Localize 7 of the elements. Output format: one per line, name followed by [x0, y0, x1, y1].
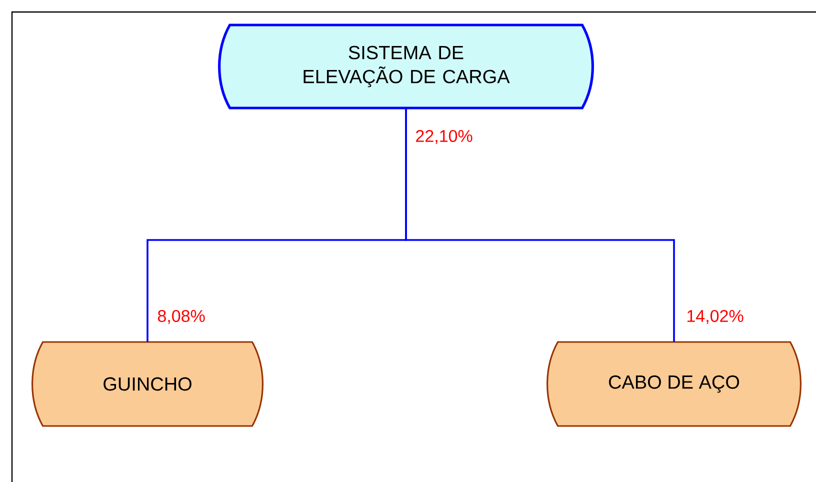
connector: [405, 108, 675, 342]
process-box: CABO DE AÇO: [546, 341, 802, 427]
percentage-label: 14,02%: [688, 310, 744, 324]
percentage-label: 22,10%: [416, 130, 472, 144]
process-box: SISTEMA DE ELEVAÇÃO DE CARGA: [218, 24, 594, 110]
process-box: GUINCHO: [32, 341, 264, 427]
percentage-label: 8,08%: [158, 310, 205, 324]
